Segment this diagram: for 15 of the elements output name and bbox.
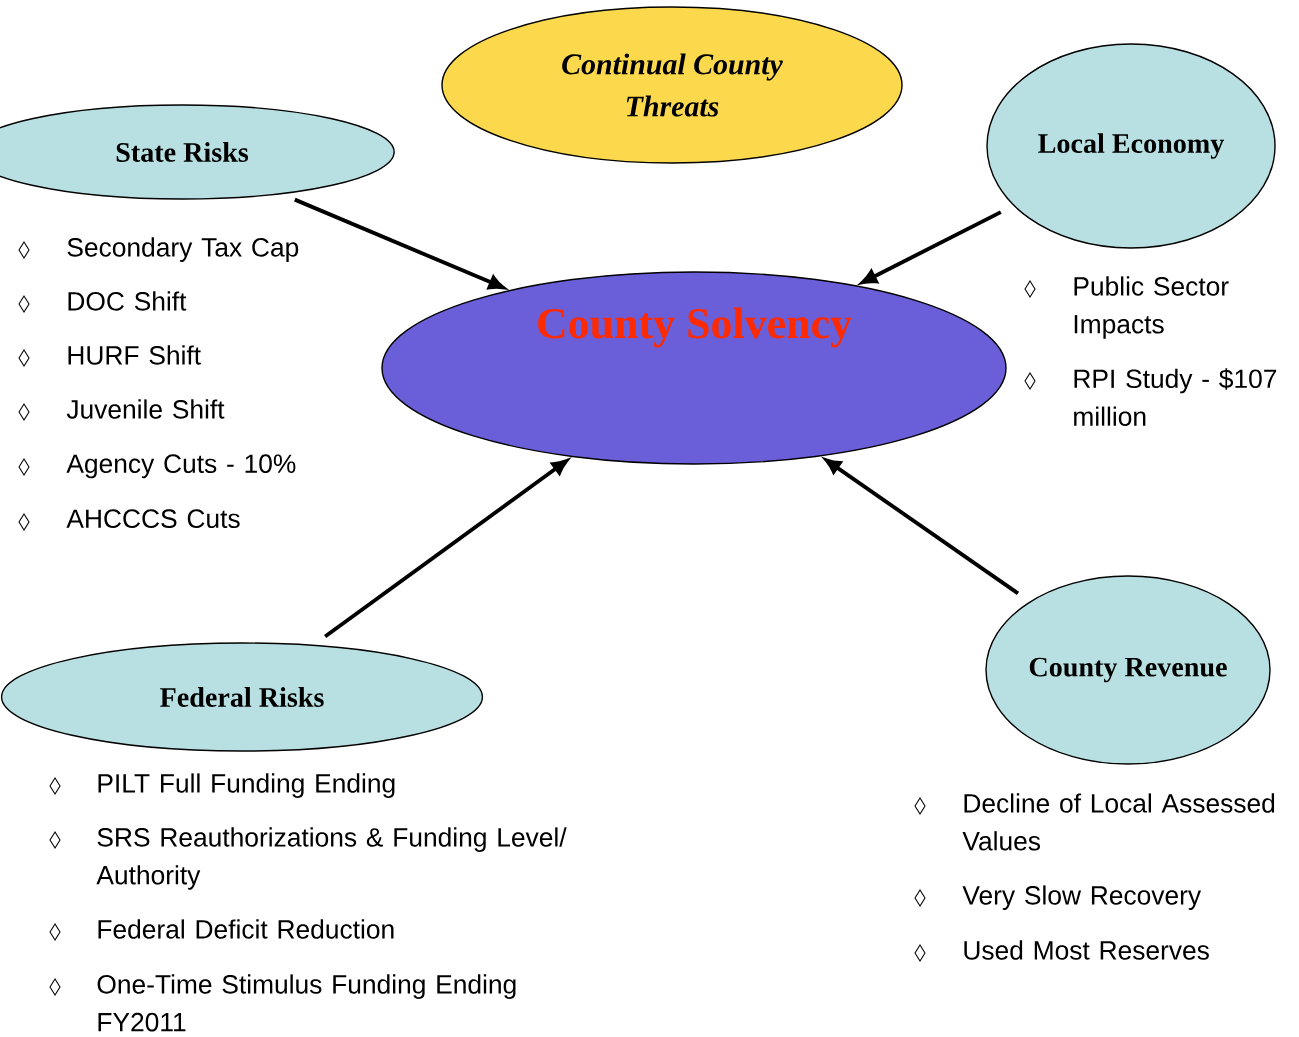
bullet-item: Used Most Reserves <box>964 940 1209 960</box>
bullet-item: Decline of Local Assessed Values <box>962 793 1275 851</box>
bullet-item: Public Sector Impacts <box>1074 276 1229 339</box>
bullet-item: Secondary Tax Cap <box>67 237 299 262</box>
bullet-item: One-Time Stimulus Funding Ending FY2011 <box>97 974 516 1032</box>
bullet-item: Agency Cuts - 10% <box>66 454 296 479</box>
bullet-item: PILT Full Funding Ending <box>98 773 395 798</box>
bullet-item: SRS Reauthorizations & Funding Level/ Authority <box>96 827 567 890</box>
bullet-item: AHCCCS Cuts <box>66 509 240 528</box>
bullet-item: Federal Deficit Reduction <box>98 919 394 939</box>
bullet-item: RPI Study - $107 million <box>1074 368 1277 426</box>
bullet-item: Very Slow Recovery <box>962 885 1202 910</box>
bullet-item: HURF Shift <box>68 345 201 365</box>
bullet-item: DOC Shift <box>68 291 187 311</box>
bullet-item: Juvenile Shift <box>66 399 225 419</box>
